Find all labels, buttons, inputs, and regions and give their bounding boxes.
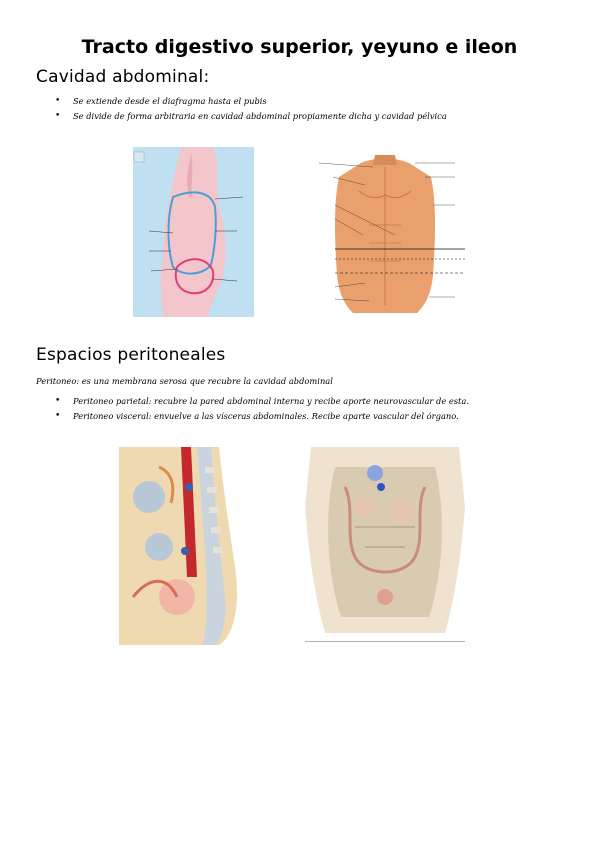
peritoneum-posterior-wall-figure [305, 447, 465, 642]
cavidad-bullet-list: Se extiende desde el diafragma hasta el … [55, 94, 447, 124]
page-title: Tracto digestivo superior, yeyuno e ileo… [81, 36, 518, 58]
peritoneo-bullet-list: Peritoneo parietal: recubre la pared abd… [55, 394, 469, 424]
peritoneo-definition: Peritoneo: es una membrana serosa que re… [36, 376, 333, 386]
list-item: Se divide de forma arbitraria en cavidad… [55, 109, 447, 124]
section-heading-espacios-peritoneales: Espacios peritoneales [36, 345, 226, 365]
peritoneum-sagittal-figure [119, 447, 241, 645]
abdominal-cavity-sagittal-figure [133, 147, 254, 317]
abdominal-regions-torso-figure [305, 155, 465, 320]
list-item: Peritoneo visceral: envuelve a las vísce… [55, 409, 469, 424]
list-item: Se extiende desde el diafragma hasta el … [55, 94, 447, 109]
list-item: Peritoneo parietal: recubre la pared abd… [55, 394, 469, 409]
section-heading-cavidad-abdominal: Cavidad abdominal: [36, 67, 210, 87]
